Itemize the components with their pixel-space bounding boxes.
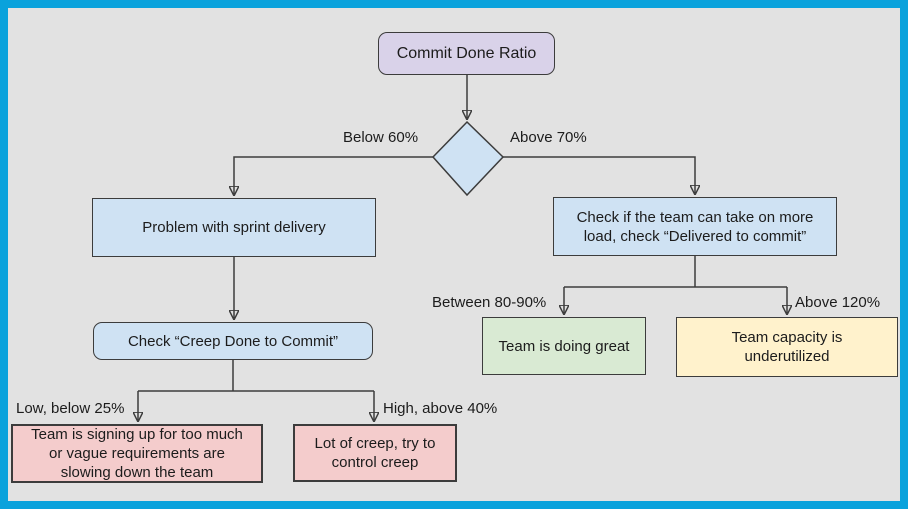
connector-decision-to-check-load (503, 156, 695, 193)
edge-label-low-below-25: Low, below 25% (16, 400, 125, 417)
connector-decision-to-problem (234, 156, 433, 194)
node-problem-with-sprint-delivery: Problem with sprint delivery (92, 198, 376, 257)
node-check-creep-done-to-commit: Check “Creep Done to Commit” (93, 322, 373, 360)
node-doing-great-label: Team is doing great (498, 337, 630, 355)
node-lot-of-creep: Lot of creep, try to control creep (293, 424, 457, 482)
node-lot-of-creep-label: Lot of creep, try to control creep (314, 435, 436, 471)
node-problem-label: Problem with sprint delivery (142, 219, 326, 236)
node-commit-done-ratio-label: Commit Done Ratio (396, 45, 537, 62)
connector-check-load-split (564, 256, 787, 288)
decision-diamond (431, 120, 505, 197)
node-check-team-load: Check if the team can take on more load,… (553, 197, 837, 256)
edge-label-above-120: Above 120% (795, 294, 881, 311)
edge-label-above-70: Above 70% (510, 129, 587, 146)
node-check-team-load-label: Check if the team can take on more load,… (576, 208, 814, 245)
node-check-creep-label: Check “Creep Done to Commit” (127, 332, 339, 350)
edge-label-below-60: Below 60% (343, 129, 419, 146)
node-team-capacity-underutilized: Team capacity is underutilized (676, 317, 898, 377)
connector-check-creep-split (138, 360, 374, 392)
node-team-signing-up-too-much: Team is signing up for too much or vague… (11, 424, 263, 483)
node-too-much-label: Team is signing up for too much or vague… (31, 426, 243, 481)
edge-label-high-above-40: High, above 40% (383, 400, 498, 417)
node-underutilized-label: Team capacity is underutilized (731, 329, 843, 365)
edge-label-between-80-90: Between 80-90% (432, 294, 547, 311)
node-team-doing-great: Team is doing great (482, 317, 646, 375)
node-commit-done-ratio: Commit Done Ratio (378, 32, 555, 75)
